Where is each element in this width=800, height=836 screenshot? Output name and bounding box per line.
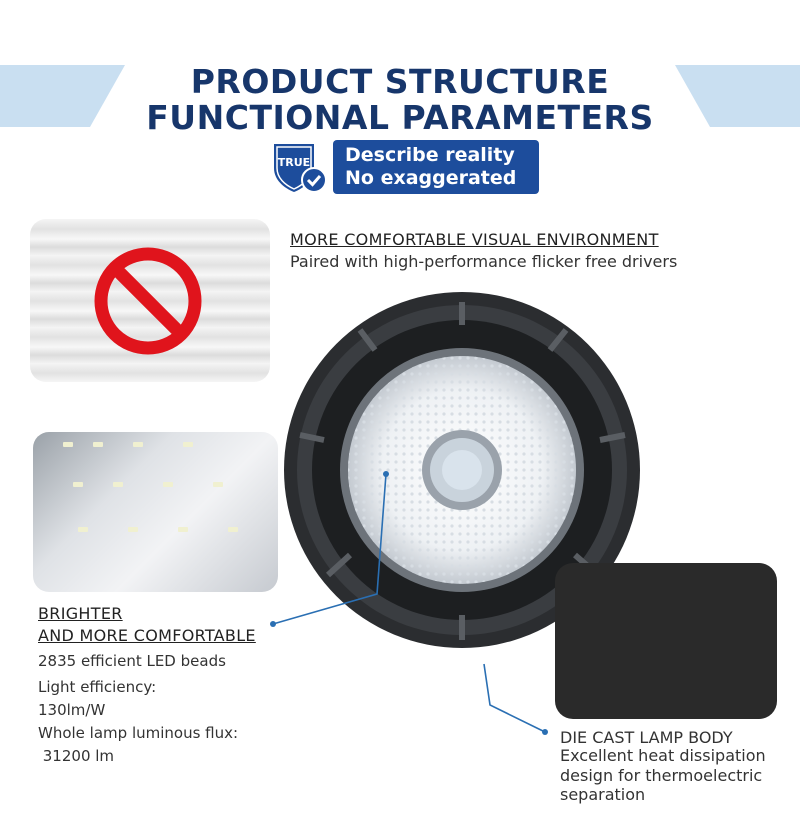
shield-check-icon: TRUE bbox=[274, 144, 327, 193]
led-strip-graphic bbox=[63, 442, 238, 532]
page-title-line1: PRODUCT STRUCTURE bbox=[190, 62, 610, 101]
die-cast-line1: Excellent heat dissipation bbox=[560, 746, 766, 765]
brighter-heading-line2: AND MORE COMFORTABLE bbox=[38, 626, 256, 645]
die-cast-line3: separation bbox=[560, 785, 646, 804]
die-cast-line2: design for thermoelectric bbox=[560, 766, 763, 785]
page-title-line2: FUNCTIONAL PARAMETERS bbox=[146, 98, 654, 137]
visual-heading: MORE COMFORTABLE VISUAL ENVIRONMENT bbox=[290, 230, 659, 249]
visual-description: Paired with high-performance flicker fre… bbox=[290, 252, 678, 271]
ufo-high-bay-lamp bbox=[284, 292, 640, 648]
efficiency-value: 130lm/W bbox=[38, 701, 106, 719]
badge-line1: Describe reality bbox=[345, 144, 515, 166]
flux-value: 31200 lm bbox=[38, 747, 115, 765]
brighter-heading-line1: BRIGHTER bbox=[38, 604, 123, 623]
shield-text: TRUE bbox=[278, 156, 310, 169]
die-cast-photo bbox=[555, 563, 777, 719]
led-beads-photo bbox=[33, 432, 278, 592]
beads-text: 2835 efficient LED beads bbox=[38, 652, 226, 670]
die-cast-heading: DIE CAST LAMP BODY bbox=[560, 728, 733, 747]
prohibited-icon bbox=[94, 247, 202, 355]
badge-box: Describe reality No exaggerated bbox=[333, 140, 539, 194]
flicker-tube-photo bbox=[30, 219, 270, 382]
flux-label: Whole lamp luminous flux: bbox=[38, 724, 239, 742]
badge-line2: No exaggerated bbox=[345, 167, 517, 189]
efficiency-label: Light efficiency: bbox=[38, 678, 157, 696]
